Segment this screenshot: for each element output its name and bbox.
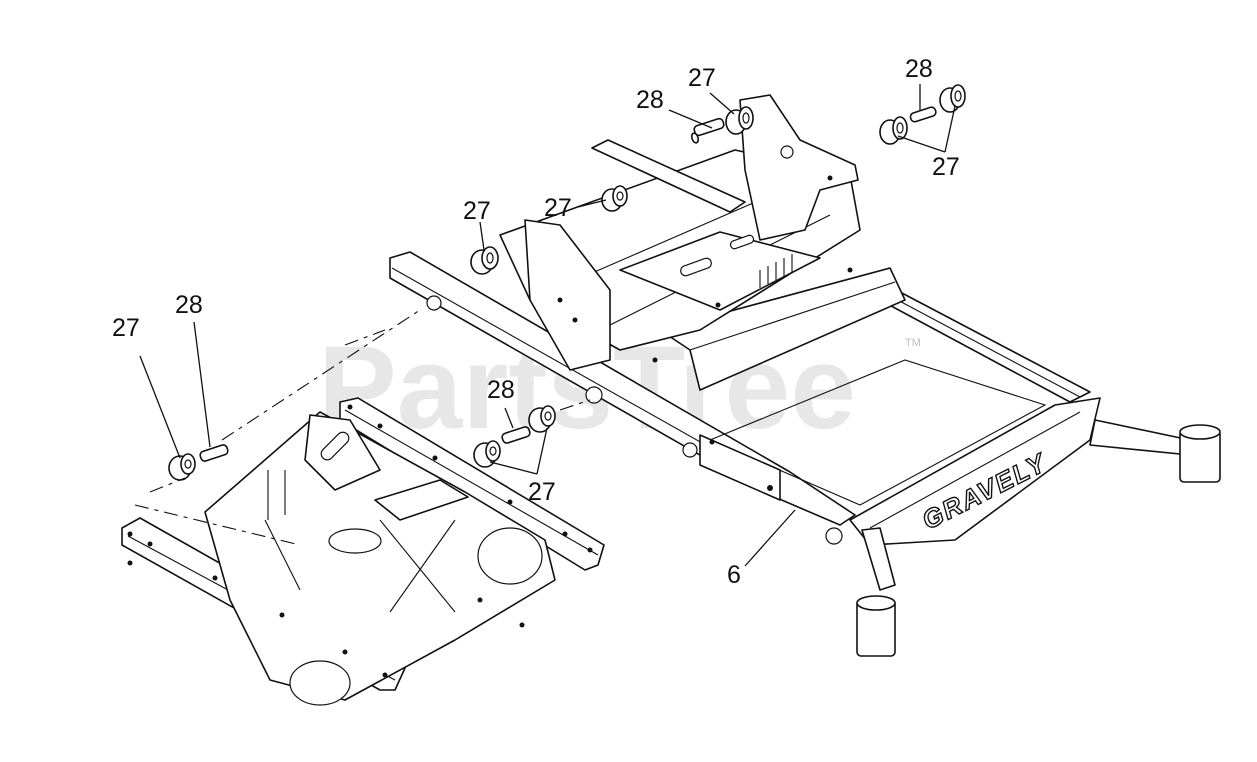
bushing-27-upper-left — [470, 246, 499, 275]
watermark-tm: TM — [905, 337, 921, 349]
callout-27-top-right: 27 — [932, 153, 960, 181]
rear-frame — [121, 397, 605, 706]
front-bumper — [849, 397, 1101, 546]
pin-28-left — [199, 444, 229, 462]
callout-27-upper-mid: 27 — [544, 194, 572, 222]
bushing-27-top-right-a — [879, 116, 908, 145]
callout-28-left: 28 — [175, 291, 203, 319]
bushing-27-top-right-b — [939, 84, 966, 113]
rear-frame-body — [204, 411, 556, 701]
alignment-lines — [134, 309, 591, 546]
rear-tube — [591, 139, 746, 213]
bushing-27-mid-a — [473, 440, 501, 468]
pin-28-top-right — [909, 106, 937, 123]
pin-28-mid — [501, 426, 531, 444]
rear-frame-top-brace — [374, 479, 469, 521]
callout-27-top-center: 27 — [688, 64, 716, 92]
bushing-27-upper-mid — [601, 185, 628, 212]
callout-28-mid: 28 — [487, 376, 515, 404]
seat-mount-assembly — [499, 94, 861, 371]
bushing-27-left — [168, 453, 196, 481]
hardware — [168, 84, 966, 481]
callout-27-left: 27 — [112, 314, 140, 342]
bushing-27-top-center — [725, 106, 754, 135]
front-axle-arm — [1089, 419, 1191, 456]
callout-28-top-center: 28 — [636, 86, 664, 114]
main-frame-floor — [708, 359, 1047, 506]
bushing-27-mid-b — [528, 405, 556, 433]
leader-lines — [139, 84, 956, 567]
callout-6: 6 — [727, 561, 741, 589]
callout-28-top-right: 28 — [905, 55, 933, 83]
rear-frame-gusset — [304, 414, 381, 491]
pulley-opening-left — [289, 660, 351, 706]
main-frame: GRAVELY — [389, 251, 1221, 657]
callouts: 28 27 28 27 27 27 27 28 28 27 6 — [112, 55, 960, 589]
right-side-plate — [739, 94, 859, 241]
rail-bracket — [699, 434, 781, 501]
slotted-plate — [619, 231, 821, 311]
callout-27-upper-left: 27 — [463, 197, 491, 225]
pulley-opening-right — [477, 527, 543, 585]
front-axle-leg-left — [861, 527, 896, 591]
callout-27-mid: 27 — [528, 478, 556, 506]
left-side-plate — [524, 219, 611, 371]
